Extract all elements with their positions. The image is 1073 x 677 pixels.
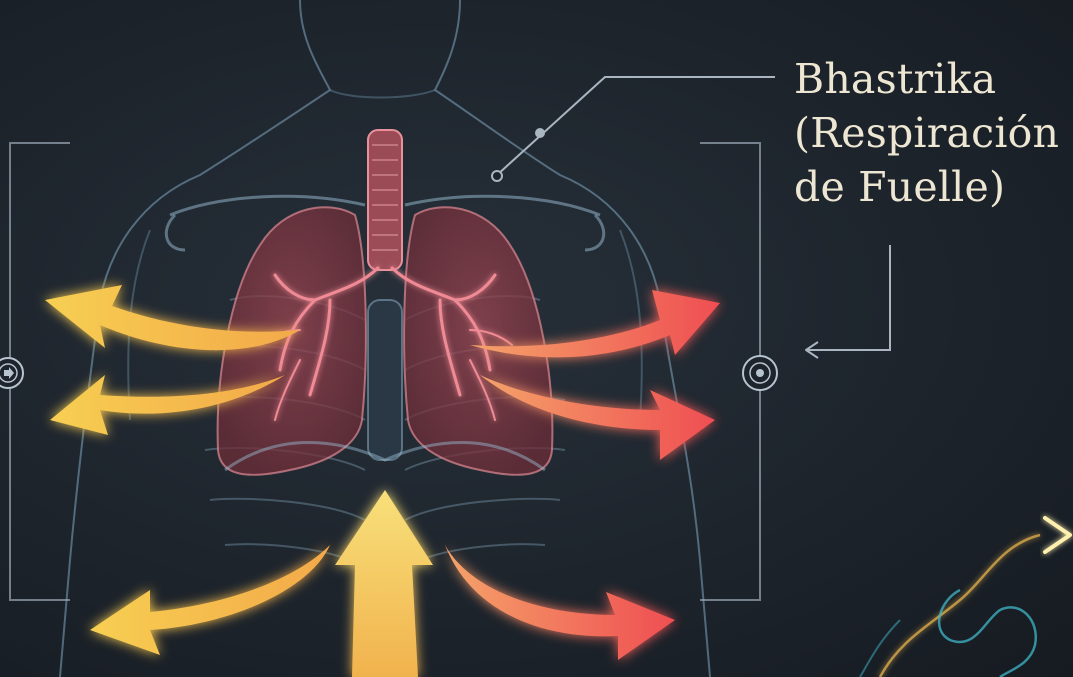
arrow-out-right-bottom [445, 545, 675, 660]
trachea [368, 130, 402, 270]
right-lung [404, 207, 552, 475]
arrow-in-center [335, 490, 433, 677]
target-icon [743, 356, 777, 390]
label-pointer-arrow [806, 245, 890, 358]
arrow-out-left-bottom [90, 545, 330, 655]
technique-label: Bhastrika (Respiración de Fuelle) [794, 52, 1059, 214]
technique-label-line-1: Bhastrika [794, 52, 1059, 106]
arrow-target-icon [0, 358, 23, 388]
technique-label-line-3: de Fuelle) [794, 160, 1059, 214]
label-pointer-line [492, 77, 775, 181]
sternum [368, 300, 402, 460]
energy-stream [790, 518, 1070, 677]
technique-label-line-2: (Respiración [794, 106, 1059, 160]
